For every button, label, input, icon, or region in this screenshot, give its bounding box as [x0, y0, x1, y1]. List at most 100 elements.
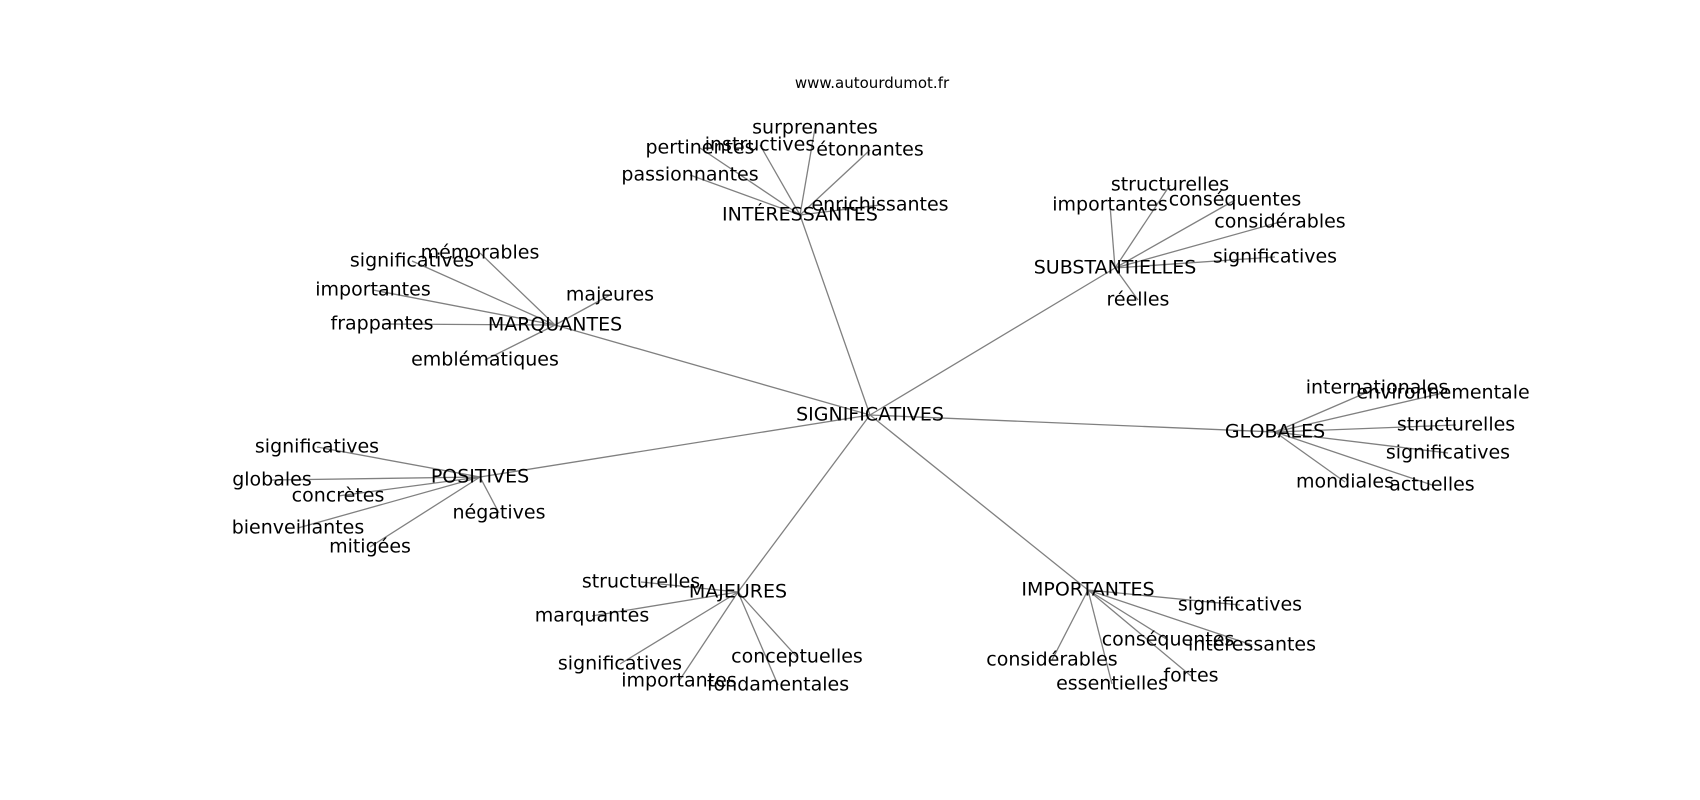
- leaf-word-label: essentielles: [1056, 673, 1168, 695]
- leaf-word-label: internationales: [1306, 377, 1449, 399]
- edge-cluster-leaf: [554, 294, 611, 326]
- leaf-word-label: importantes: [315, 279, 430, 301]
- edge-cluster-leaf: [479, 252, 556, 326]
- edge-cluster-leaf: [411, 260, 556, 326]
- cluster-node-label: IMPORTANTES: [1021, 579, 1154, 601]
- leaf-word-label: fondamentales: [707, 674, 849, 696]
- edge-cluster-leaf: [699, 147, 801, 216]
- center-node-label: SIGNIFICATIVES: [796, 404, 944, 426]
- edge-cluster-leaf: [1087, 589, 1169, 641]
- edge-cluster-leaf: [1274, 424, 1457, 433]
- edge-center-cluster: [554, 324, 871, 416]
- cluster-node-label: MAJEURES: [689, 581, 787, 603]
- edge-cluster-leaf: [1274, 387, 1378, 433]
- edge-cluster-leaf: [484, 324, 556, 361]
- leaf-word-label: étonnantes: [816, 139, 924, 161]
- leaf-word-label: considérables: [1214, 211, 1345, 233]
- cluster-node-label: SUBSTANTIELLES: [1034, 257, 1197, 279]
- leaf-word-label: fortes: [1163, 665, 1218, 687]
- edge-cluster-leaf: [369, 476, 481, 548]
- leaf-word-label: concrètes: [292, 485, 385, 507]
- cluster-node-label: GLOBALES: [1225, 421, 1325, 443]
- edges: [271, 127, 1457, 686]
- edge-center-cluster: [869, 414, 1276, 433]
- leaf-word-label: importantes: [621, 670, 736, 692]
- edge-cluster-leaf: [1114, 199, 1236, 269]
- edge-cluster-leaf: [381, 323, 556, 326]
- edge-center-cluster: [869, 267, 1116, 416]
- leaf-word-label: pertinentes: [645, 137, 754, 159]
- edge-cluster-leaf: [1087, 589, 1113, 685]
- leaf-word-label: réelles: [1107, 289, 1170, 311]
- edge-cluster-leaf: [1087, 589, 1192, 677]
- edge-cluster-leaf: [799, 149, 871, 216]
- edge-cluster-leaf: [1114, 256, 1276, 269]
- edge-cluster-leaf: [1087, 589, 1241, 606]
- leaf-word-label: significatives: [558, 653, 682, 675]
- edge-cluster-leaf: [1114, 221, 1281, 269]
- edge-cluster-leaf: [619, 591, 739, 665]
- edge-center-cluster: [869, 414, 1089, 591]
- leaf-word-label: structurelles: [1111, 174, 1229, 196]
- edge-cluster-leaf: [737, 591, 798, 658]
- edge-cluster-leaf: [799, 127, 816, 216]
- edge-cluster-leaf: [1051, 589, 1089, 661]
- leaf-word-label: significatives: [1386, 442, 1510, 464]
- edge-cluster-leaf: [799, 204, 881, 216]
- leaf-word-label: actuelles: [1389, 474, 1474, 496]
- leaf-word-label: structurelles: [582, 571, 700, 593]
- edge-cluster-leaf: [297, 476, 481, 529]
- leaf-word-label: importantes: [1052, 194, 1167, 216]
- cluster-node-label: INTÉRESSANTES: [722, 203, 878, 226]
- leaf-word-label: conceptuelles: [731, 646, 863, 668]
- leaf-word-label: significatives: [1213, 246, 1337, 268]
- source-caption: www.autourdumot.fr: [795, 74, 950, 92]
- leaf-word-label: intéressantes: [1188, 634, 1316, 656]
- leaf-word-label: bienveillantes: [232, 517, 365, 539]
- leaf-word-label: structurelles: [1397, 414, 1515, 436]
- edge-cluster-leaf: [316, 446, 481, 478]
- edge-cluster-leaf: [1274, 392, 1444, 433]
- edge-cluster-leaf: [1274, 431, 1433, 486]
- edge-cluster-leaf: [1274, 431, 1346, 483]
- edge-cluster-leaf: [678, 591, 739, 682]
- leaf-word-label: négatives: [453, 502, 546, 524]
- leaf-word-label: mitigées: [329, 536, 411, 558]
- leaf-word-label: frappantes: [331, 313, 434, 335]
- edge-cluster-leaf: [640, 581, 739, 593]
- edge-center-cluster: [479, 414, 871, 478]
- edge-center-cluster: [737, 414, 871, 593]
- leaf-word-label: mémorables: [421, 242, 540, 264]
- edge-cluster-leaf: [591, 591, 739, 617]
- leaf-word-label: considérables: [986, 649, 1117, 671]
- edge-cluster-leaf: [1114, 184, 1171, 269]
- leaf-word-label: passionnantes: [621, 164, 758, 186]
- edge-cluster-leaf: [1109, 204, 1116, 269]
- leaf-word-label: environnementale: [1356, 382, 1529, 404]
- edge-cluster-leaf: [372, 289, 556, 326]
- edge-cluster-leaf: [337, 476, 481, 497]
- leaf-word-label: emblématiques: [411, 349, 559, 371]
- leaf-word-label: conséquentes: [1102, 629, 1235, 651]
- leaf-word-label: surprenantes: [752, 117, 878, 139]
- edge-cluster-leaf: [1274, 431, 1449, 454]
- edge-cluster-leaf: [1114, 267, 1139, 301]
- leaf-word-label: majeures: [566, 284, 654, 306]
- leaf-word-label: conséquentes: [1169, 189, 1302, 211]
- leaf-word-label: marquantes: [535, 605, 649, 627]
- edge-cluster-leaf: [689, 174, 801, 216]
- edge-cluster-leaf: [1087, 589, 1253, 646]
- cluster-node-label: MARQUANTES: [488, 314, 622, 336]
- edge-cluster-leaf: [759, 144, 801, 216]
- edge-center-cluster: [799, 214, 871, 416]
- leaf-word-label: globales: [232, 469, 312, 491]
- edge-cluster-leaf: [479, 476, 500, 514]
- edge-cluster-leaf: [271, 476, 481, 481]
- leaf-word-label: significatives: [350, 250, 474, 272]
- leaf-word-label: instructives: [705, 134, 816, 156]
- labels: pertinentesinstructivessurprenantesétonn…: [232, 117, 1530, 696]
- cluster-node-label: POSITIVES: [431, 466, 529, 488]
- leaf-word-label: significatives: [1178, 594, 1302, 616]
- leaf-word-label: enrichissantes: [811, 194, 948, 216]
